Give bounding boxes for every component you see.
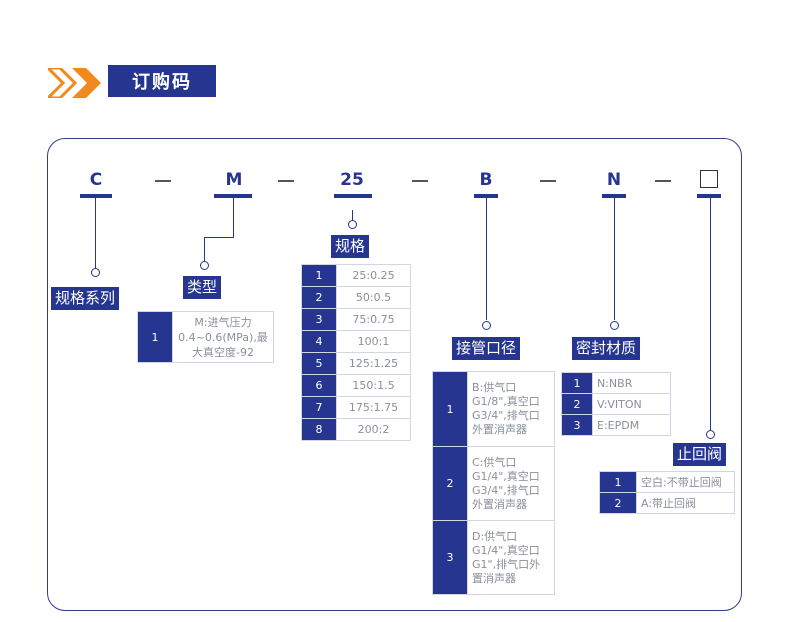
row-value: V:VITON — [592, 393, 671, 415]
row-number: 2 — [561, 393, 593, 415]
row-value: 25:0.25 — [336, 264, 411, 287]
row-value: 100:1 — [336, 330, 411, 353]
row-number: 2 — [301, 286, 337, 309]
code-series: C — [89, 170, 103, 190]
connector — [95, 198, 97, 268]
label-port: 接管口径 — [452, 337, 521, 360]
row-number: 2 — [432, 446, 468, 521]
row-value: 75:0.75 — [336, 308, 411, 331]
row-value: D:供气口G1/4",真空口G1",排气口外置消声器 — [467, 520, 555, 595]
row-value: 200:2 — [336, 418, 411, 441]
row-value: M:进气压力0.4~0.6(MPa),最大真空度-92 — [172, 311, 274, 363]
connector — [233, 198, 235, 238]
row-value: E:EPDM — [592, 414, 671, 436]
row-value: 125:1.25 — [336, 352, 411, 375]
label-type: 类型 — [183, 276, 222, 299]
connector-dot — [91, 268, 100, 277]
row-number: 1 — [301, 264, 337, 287]
row-value: A:带止回阀 — [636, 492, 735, 514]
connector — [486, 198, 488, 320]
row-value: 150:1.5 — [336, 374, 411, 397]
row-number: 3 — [561, 414, 593, 436]
code-underline — [602, 194, 626, 198]
row-number: 1 — [599, 471, 637, 493]
row-number: 3 — [301, 308, 337, 331]
code-underline — [474, 194, 498, 198]
label-seal: 密封材质 — [572, 337, 641, 360]
label-series: 规格系列 — [51, 287, 120, 310]
code-underline — [214, 194, 252, 198]
label-check: 止回阀 — [673, 443, 727, 466]
code-port: B — [479, 170, 493, 190]
row-number: 3 — [432, 520, 468, 595]
connector-dot — [610, 321, 619, 330]
code-underline — [697, 194, 721, 198]
row-value: 175:1.75 — [336, 396, 411, 419]
dash — [655, 180, 671, 182]
table-row: 1 M:进气压力0.4~0.6(MPa),最大真空度-92 — [137, 311, 274, 363]
row-number: 4 — [301, 330, 337, 353]
code-spec: 25 — [340, 170, 364, 190]
dash — [155, 180, 171, 182]
code-check-box — [700, 170, 718, 188]
row-number: 5 — [301, 352, 337, 375]
row-value: C:供气口G1/4",真空口G3/4",排气口外置消声器 — [467, 446, 555, 521]
dash — [412, 180, 428, 182]
chevrons-icon — [48, 68, 101, 98]
code-type: M — [225, 170, 243, 190]
code-seal: N — [606, 170, 622, 190]
connector — [204, 237, 206, 262]
connector — [614, 198, 616, 320]
page-title: 订购码 — [108, 65, 216, 97]
dash — [278, 180, 294, 182]
row-number: 7 — [301, 396, 337, 419]
dash — [540, 180, 556, 182]
order-code-frame — [47, 138, 742, 611]
row-number: 2 — [599, 492, 637, 514]
code-underline — [334, 194, 372, 198]
row-value: 空白:不带止回阀 — [636, 471, 735, 493]
connector — [710, 198, 712, 430]
connector-dot — [482, 321, 491, 330]
connector-dot — [200, 261, 209, 270]
connector-dot — [348, 220, 357, 229]
row-value: 50:0.5 — [336, 286, 411, 309]
connector-dot — [706, 430, 715, 439]
code-underline — [80, 194, 112, 198]
row-value: B:供气口G1/8",真空口G3/4",排气口外置消声器 — [467, 371, 555, 447]
row-number: 6 — [301, 374, 337, 397]
row-number: 1 — [432, 371, 468, 447]
connector — [204, 237, 234, 239]
label-spec: 规格 — [331, 235, 370, 258]
row-number: 8 — [301, 418, 337, 441]
row-number: 1 — [561, 372, 593, 394]
type-table: 1 M:进气压力0.4~0.6(MPa),最大真空度-92 — [137, 311, 274, 363]
row-value: N:NBR — [592, 372, 671, 394]
row-number: 1 — [137, 311, 173, 363]
connector — [352, 210, 354, 220]
